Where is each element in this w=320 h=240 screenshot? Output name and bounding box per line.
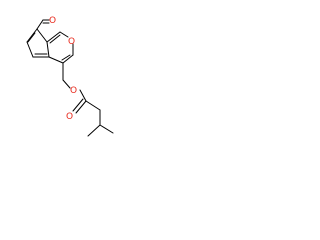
ring6-bond-2 xyxy=(59,31,69,38)
ring6-bond-5 xyxy=(48,56,64,64)
ch2-o-bond xyxy=(62,79,71,89)
structure-diagram: O O O O xyxy=(0,0,150,150)
ring5-bond-5 xyxy=(46,41,50,58)
o-c-bond xyxy=(79,89,87,102)
chain-bond-1 xyxy=(85,100,101,111)
ring5-bond-3 xyxy=(26,41,34,58)
chain-bond-4 xyxy=(99,124,114,134)
ring6-bond-4 xyxy=(62,54,74,64)
ring5-bond-2 xyxy=(26,28,38,43)
aldehyde-oxygen-label: O xyxy=(49,16,56,26)
ester-oxygen-label: O xyxy=(70,86,77,96)
carbonyl-bond-b xyxy=(72,98,84,112)
ring6-bond-4b xyxy=(61,54,71,61)
chain-bond-3 xyxy=(87,124,101,137)
ring6-bond-1b xyxy=(49,34,61,44)
ring6-bond-1 xyxy=(46,31,61,43)
aldehyde-ch-bond xyxy=(36,19,44,30)
carbonyl-oxygen-label: O xyxy=(66,112,73,122)
molecule-drawing: O O O O xyxy=(26,16,114,137)
ring-oxygen-label: O xyxy=(68,37,75,47)
ring5-bond-1 xyxy=(36,28,48,43)
carbonyl-bond-a xyxy=(75,100,87,114)
ring5-bond-2b xyxy=(27,32,36,43)
